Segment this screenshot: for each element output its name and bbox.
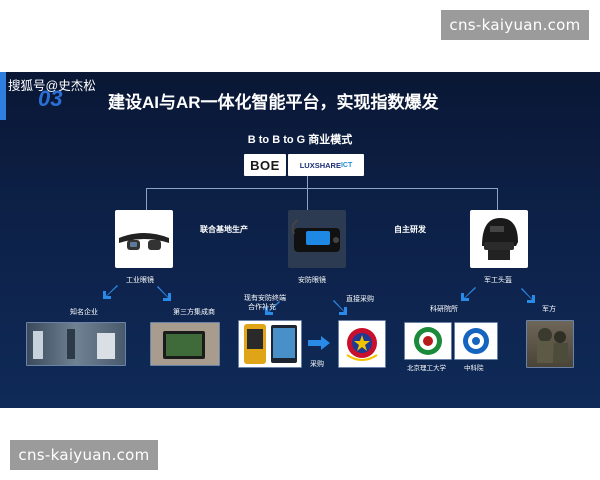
slide-number: 03 bbox=[38, 86, 63, 111]
luxshare-logo-text: LUXSHARE bbox=[299, 160, 341, 170]
third-party-label: 第三方集成商 bbox=[173, 309, 215, 316]
boe-logo: BOE bbox=[244, 154, 286, 176]
purchase-arrow-icon bbox=[308, 336, 330, 350]
connector-line bbox=[497, 188, 498, 210]
arrow-down-left-icon bbox=[103, 285, 118, 299]
connector-line bbox=[307, 176, 308, 188]
product-label-industrial: 工业眼镜 bbox=[126, 277, 154, 284]
direct-purchase-label: 直接采购 bbox=[346, 296, 374, 303]
terminal-device-photo bbox=[238, 320, 302, 368]
arrow-down-right-icon bbox=[157, 286, 171, 301]
research-institutes-label: 科研院所 bbox=[430, 306, 458, 313]
bit-university-logo bbox=[404, 322, 452, 360]
cas-label: 中科院 bbox=[464, 365, 484, 372]
police-terminal-label: 现有安防终端 bbox=[244, 295, 286, 302]
cooperation-label: 合作补充 bbox=[248, 304, 276, 311]
purchase-label: 采购 bbox=[310, 361, 324, 368]
arrow-down-right-icon bbox=[333, 300, 347, 315]
watermark-bottom: cns-kaiyuan.com bbox=[10, 440, 158, 470]
joint-production-label: 联合基地生产 bbox=[200, 225, 248, 234]
business-model-subtitle: B to B to G 商业模式 bbox=[247, 134, 353, 146]
connector-line bbox=[307, 188, 308, 210]
military-helmet-image bbox=[470, 210, 528, 268]
arrow-down-left-icon bbox=[265, 301, 280, 315]
product-label-security: 安防眼镜 bbox=[298, 277, 326, 284]
famous-company-label: 知名企业 bbox=[70, 309, 98, 316]
tablet-ar-photo bbox=[150, 322, 220, 366]
slide: 搜狐号@史杰松 03 建设AI与AR一体化智能平台，实现指数爆发 B to B … bbox=[0, 72, 600, 408]
bit-label: 北京理工大学 bbox=[407, 365, 446, 372]
luxshare-logo-suffix: ICT bbox=[340, 161, 353, 169]
connector-line bbox=[146, 188, 498, 189]
product-label-helmet: 军工头盔 bbox=[484, 277, 512, 284]
security-glasses-image bbox=[288, 210, 346, 268]
self-rd-label: 自主研发 bbox=[394, 225, 426, 234]
boe-logo-text: BOE bbox=[250, 157, 280, 173]
industrial-glasses-image bbox=[115, 210, 173, 268]
watermark-top: cns-kaiyuan.com bbox=[441, 10, 589, 40]
connector-line bbox=[146, 188, 147, 210]
enterprise-photo bbox=[26, 322, 126, 366]
police-emblem-image bbox=[338, 320, 386, 368]
arrow-down-left-icon bbox=[461, 287, 476, 301]
source-label: 搜狐号@史杰松 bbox=[8, 79, 96, 93]
arrow-down-right-icon bbox=[521, 288, 535, 303]
slide-title: 建设AI与AR一体化智能平台，实现指数爆发 bbox=[108, 93, 439, 112]
cas-logo bbox=[454, 322, 498, 360]
slide-accent-bar bbox=[0, 72, 6, 120]
military-label: 军方 bbox=[542, 306, 556, 313]
soldier-photo bbox=[526, 320, 574, 368]
